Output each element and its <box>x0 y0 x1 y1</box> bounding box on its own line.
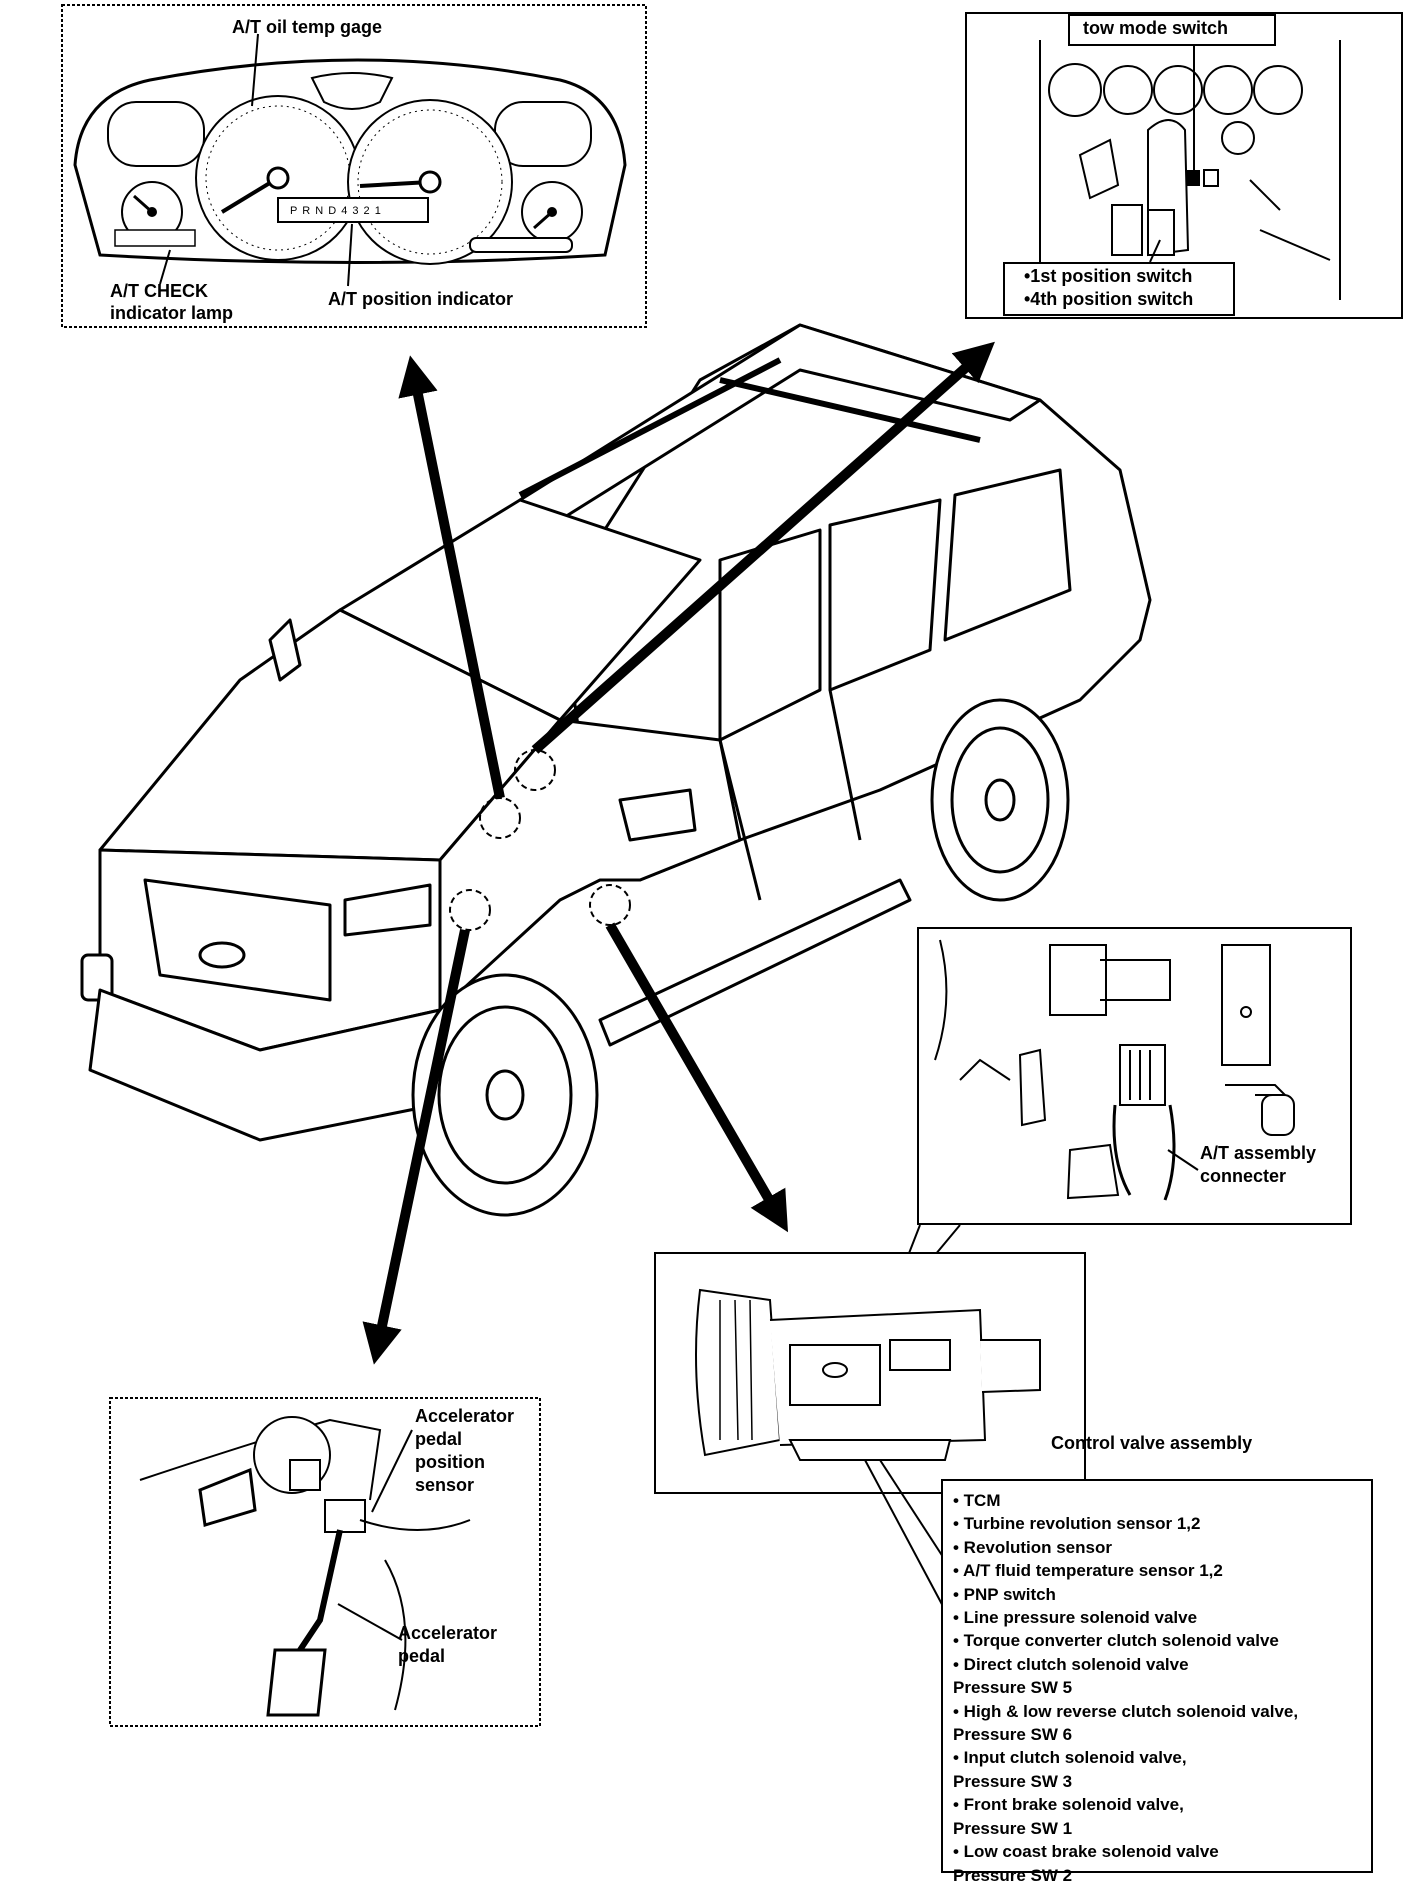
at-oil-temp-gage-label: A/T oil temp gage <box>232 17 383 37</box>
accelerator-pedal-inset <box>109 1397 541 1727</box>
component-item: • A/T fluid temperature sensor 1,2 <box>953 1561 1223 1581</box>
component-item: Pressure SW 2 <box>953 1865 1073 1885</box>
vehicle-drawing <box>80 323 1152 1217</box>
component-item: • Low coast brake solenoid valve <box>953 1842 1219 1862</box>
accelerator-pedal-label-line1: Accelerator <box>398 1623 498 1643</box>
at-check-indicator-lamp-label-line2: indicator lamp <box>110 303 234 323</box>
first-position-switch-label: •1st position switch <box>1024 266 1193 286</box>
at-check-indicator-lamp-label-line1: A/T CHECK <box>110 281 208 301</box>
component-item: • Revolution sensor <box>953 1537 1112 1557</box>
control-valve-assembly-label: Control valve assembly <box>1051 1433 1253 1453</box>
at-assembly-connecter-label-line1: A/T assembly <box>1200 1143 1317 1163</box>
component-item: • Direct clutch solenoid valve <box>953 1654 1189 1674</box>
at-position-indicator-label: A/T position indicator <box>328 289 513 309</box>
component-item: • High & low reverse clutch solenoid val… <box>953 1701 1299 1721</box>
component-item: Pressure SW 5 <box>953 1678 1073 1698</box>
control-valve-components-list: • TCM • Turbine revolution sensor 1,2 • … <box>941 1479 1373 1885</box>
at-assembly-connecter-inset <box>884 927 1352 1316</box>
component-item: • Turbine revolution sensor 1,2 <box>953 1514 1201 1534</box>
tow-mode-switch-label-box <box>1068 14 1276 46</box>
component-item: • PNP switch <box>953 1584 1056 1604</box>
component-item: • Input clutch solenoid valve, <box>953 1748 1187 1768</box>
instrument-cluster-inset <box>61 4 647 328</box>
position-switch-label-box <box>1003 262 1235 316</box>
prnd-display-text: P R N D 4 3 2 1 <box>290 205 382 217</box>
tow-mode-switch-label: tow mode switch <box>1083 18 1229 38</box>
at-assembly-connecter-label-line2: connecter <box>1200 1166 1287 1186</box>
accelerator-pedal-position-sensor-label-line2: pedal <box>415 1429 463 1449</box>
accelerator-pedal-position-sensor-label-line3: position <box>415 1452 485 1472</box>
control-valve-assembly-inset <box>654 1252 1086 1611</box>
component-item: • Torque converter clutch solenoid valve <box>953 1631 1279 1651</box>
accelerator-pedal-position-sensor-label-line1: Accelerator <box>415 1406 515 1426</box>
accelerator-pedal-position-sensor-label-line4: sensor <box>415 1475 475 1495</box>
fourth-position-switch-label: •4th position switch <box>1024 289 1194 309</box>
pointer-arrows <box>362 341 995 1365</box>
component-item: • Front brake solenoid valve, <box>953 1795 1184 1815</box>
accelerator-pedal-label-line2: pedal <box>398 1646 446 1666</box>
component-item: Pressure SW 3 <box>953 1771 1073 1791</box>
component-item: Pressure SW 1 <box>953 1818 1073 1838</box>
component-item: • TCM <box>953 1491 1001 1510</box>
component-item: • Line pressure solenoid valve <box>953 1608 1198 1628</box>
component-item: Pressure SW 6 <box>953 1725 1073 1745</box>
